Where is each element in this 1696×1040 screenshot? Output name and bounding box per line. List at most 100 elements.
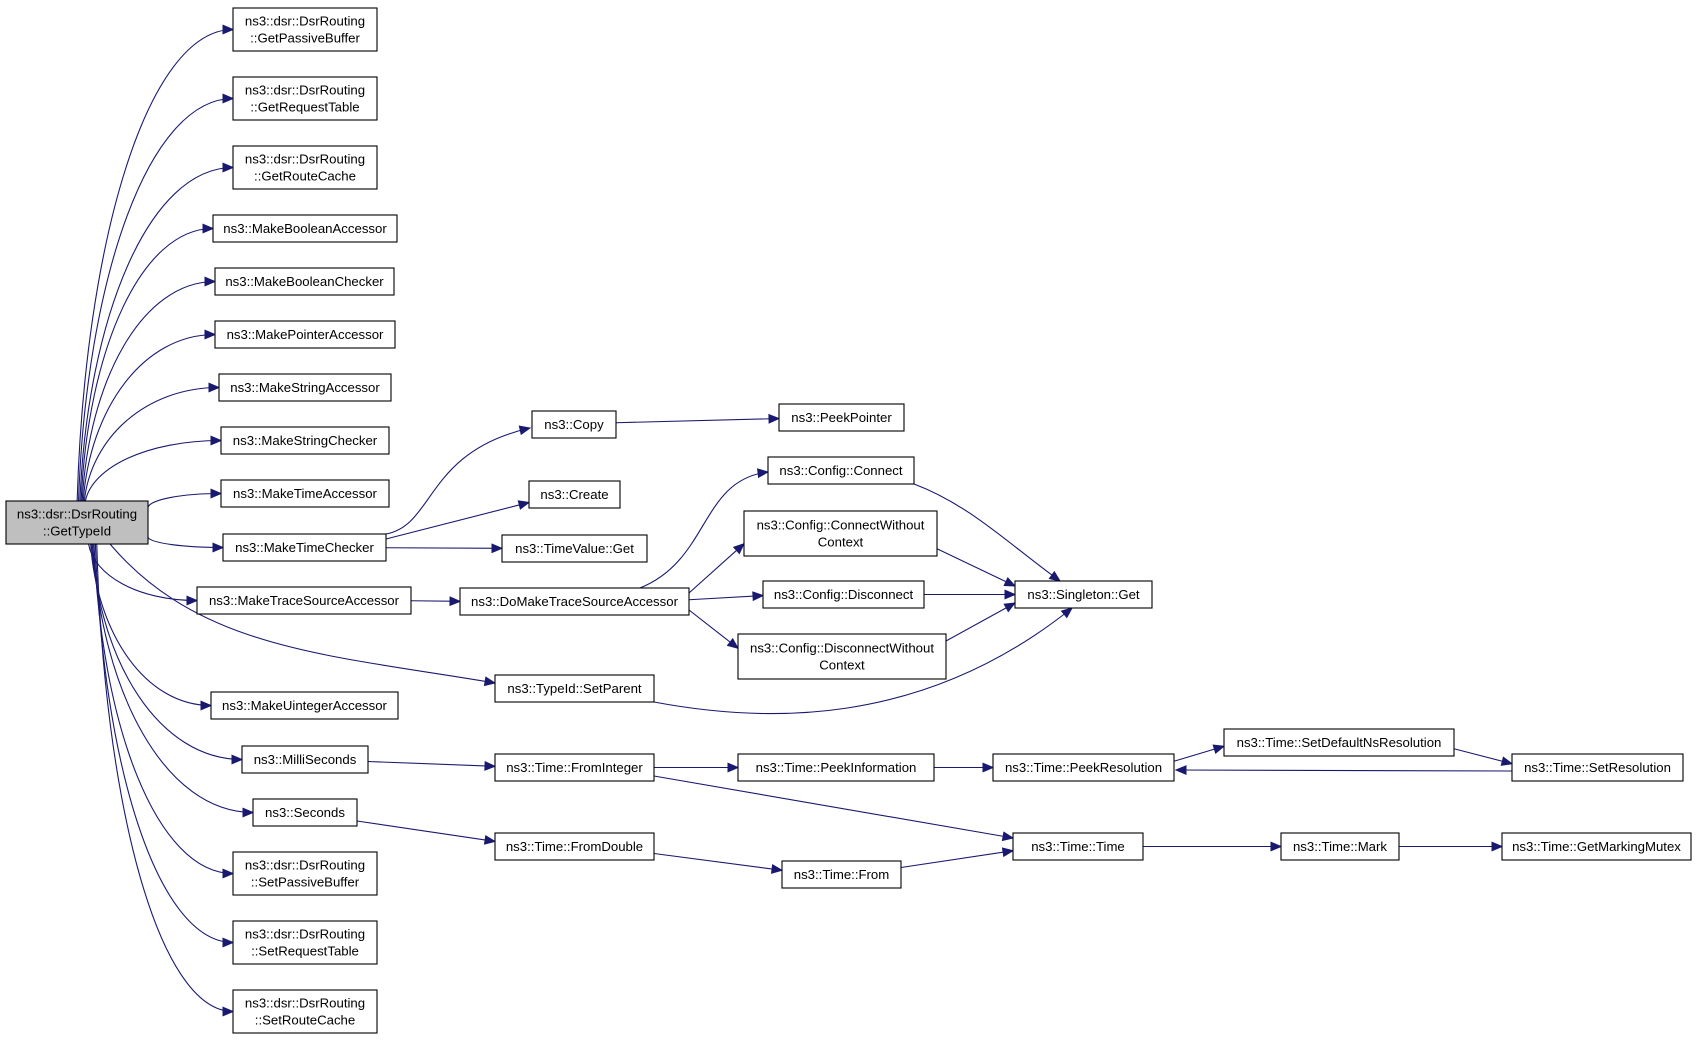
node-box — [232, 7, 378, 52]
node-timeFromInteger[interactable]: ns3::Time::FromInteger — [494, 753, 655, 782]
node-makeTraceSourceAccessor[interactable]: ns3::MakeTraceSourceAccessor — [196, 586, 412, 615]
arrowhead — [1500, 756, 1514, 766]
node-makeTimeAccessor[interactable]: ns3::MakeTimeAccessor — [220, 479, 390, 508]
node-makeStringAccessor[interactable]: ns3::MakeStringAccessor — [218, 373, 392, 402]
node-box — [531, 410, 617, 439]
node-milliSeconds[interactable]: ns3::MilliSeconds — [241, 745, 369, 774]
arrowhead — [200, 700, 213, 711]
node-timeSetDefaultNsResolution[interactable]: ns3::Time::SetDefaultNsResolution — [1223, 728, 1455, 757]
node-label: ns3::Seconds — [265, 805, 345, 820]
node-getRequestTable[interactable]: ns3::dsr::DsrRouting::GetRequestTable — [232, 76, 378, 121]
edge-getTypeId-to-makeTraceSourceAccessor — [88, 543, 199, 606]
node-box — [1280, 832, 1400, 861]
node-box — [767, 456, 915, 485]
node-copy[interactable]: ns3::Copy — [531, 410, 617, 439]
arrowhead — [210, 435, 223, 446]
node-getRouteCache[interactable]: ns3::dsr::DsrRouting::GetRouteCache — [232, 145, 378, 190]
edge-getTypeId-to-makeBooleanChecker — [81, 276, 217, 502]
arrowhead — [982, 762, 995, 773]
node-label: ns3::MakeBooleanChecker — [225, 274, 384, 289]
edge-line — [367, 760, 496, 767]
node-box — [1501, 832, 1692, 861]
node-label: ::SetRequestTable — [251, 944, 359, 959]
edge-getTypeId-to-seconds — [92, 543, 255, 818]
node-label: ns3::dsr::DsrRouting — [245, 14, 365, 29]
arrowhead — [204, 329, 217, 340]
arrowhead — [770, 864, 784, 874]
edge-timeFromInteger-to-timeTime — [653, 775, 1015, 842]
arrowhead — [1060, 607, 1074, 619]
node-box — [459, 587, 690, 616]
node-singletonGet[interactable]: ns3::Singleton::Get — [1014, 580, 1153, 609]
edge-makeTimeChecker-to-create — [385, 500, 531, 540]
node-timePeekInformation[interactable]: ns3::Time::PeekInformation — [737, 753, 935, 782]
node-seconds[interactable]: ns3::Seconds — [252, 798, 358, 827]
node-typeIdSetParent[interactable]: ns3::TypeId::SetParent — [494, 674, 655, 703]
edge-line — [109, 543, 496, 684]
node-label: ns3::Copy — [544, 417, 604, 432]
node-timeTime[interactable]: ns3::Time::Time — [1012, 832, 1144, 861]
node-box — [494, 753, 655, 782]
node-configConnect[interactable]: ns3::Config::Connect — [767, 456, 915, 485]
node-timeFrom[interactable]: ns3::Time::From — [781, 860, 902, 889]
edge-line — [356, 820, 496, 842]
node-timeSetResolution[interactable]: ns3::Time::SetResolution — [1511, 753, 1684, 782]
edge-line — [88, 543, 198, 602]
edge-line — [82, 333, 216, 502]
node-timeValueGet[interactable]: ns3::TimeValue::Get — [501, 534, 648, 563]
node-setRouteCache[interactable]: ns3::dsr::DsrRouting::SetRouteCache — [232, 989, 378, 1034]
node-makeBooleanChecker[interactable]: ns3::MakeBooleanChecker — [214, 267, 395, 296]
arrowhead — [732, 542, 745, 555]
node-label: ::GetTypeId — [43, 524, 111, 539]
edge-typeIdSetParent-to-singletonGet — [653, 607, 1074, 715]
node-getTypeId[interactable]: ns3::dsr::DsrRouting::GetTypeId — [5, 500, 149, 545]
node-box — [501, 534, 648, 563]
edge-doMakeTraceSourceAccessor-to-configConnectWithoutContext — [688, 542, 745, 594]
arrowhead — [1174, 765, 1187, 775]
node-doMakeTraceSourceAccessor[interactable]: ns3::DoMakeTraceSourceAccessor — [459, 587, 690, 616]
arrowhead — [491, 543, 504, 554]
node-label: ns3::MakeStringAccessor — [230, 380, 380, 395]
edge-timeFromInteger-to-timePeekInformation — [654, 762, 740, 773]
node-label: ns3::Singleton::Get — [1027, 587, 1140, 602]
node-peekPointer[interactable]: ns3::PeekPointer — [778, 403, 905, 432]
edge-line — [81, 280, 216, 502]
edge-line — [936, 548, 1016, 587]
node-timeGetMarkingMutex[interactable]: ns3::Time::GetMarkingMutex — [1501, 832, 1692, 861]
node-makeBooleanAccessor[interactable]: ns3::MakeBooleanAccessor — [212, 214, 398, 243]
node-setPassiveBuffer[interactable]: ns3::dsr::DsrRouting::SetPassiveBuffer — [232, 851, 378, 896]
node-box — [232, 76, 378, 121]
node-timePeekResolution[interactable]: ns3::Time::PeekResolution — [992, 753, 1175, 782]
arrowhead — [1212, 744, 1226, 755]
node-makeTimeChecker[interactable]: ns3::MakeTimeChecker — [222, 533, 387, 562]
node-label: ::SetPassiveBuffer — [251, 875, 360, 890]
edge-line — [147, 537, 224, 549]
node-makePointerAccessor[interactable]: ns3::MakePointerAccessor — [214, 320, 396, 349]
edge-doMakeTraceSourceAccessor-to-configDisconnectWithoutContext — [688, 609, 740, 650]
node-label: ns3::MakeBooleanAccessor — [223, 221, 387, 236]
node-setRequestTable[interactable]: ns3::dsr::DsrRouting::SetRequestTable — [232, 920, 378, 965]
node-box — [210, 691, 399, 720]
arrowhead — [208, 382, 221, 393]
arrowhead — [449, 596, 462, 607]
node-label: ns3::dsr::DsrRouting — [245, 858, 365, 873]
node-label: ns3::Config::ConnectWithout — [757, 518, 925, 533]
node-label: ns3::Config::Disconnect — [774, 587, 914, 602]
arrowhead — [484, 760, 497, 771]
edge-timeFromDouble-to-timeFrom — [653, 852, 784, 874]
edge-line — [80, 227, 214, 502]
call-nodes: ns3::dsr::DsrRouting::GetTypeIdns3::dsr:… — [5, 7, 1692, 1034]
node-configDisconnect[interactable]: ns3::Config::Disconnect — [762, 580, 925, 609]
node-makeUintegerAccessor[interactable]: ns3::MakeUintegerAccessor — [210, 691, 399, 720]
node-timeMark[interactable]: ns3::Time::Mark — [1280, 832, 1400, 861]
node-getPassiveBuffer[interactable]: ns3::dsr::DsrRouting::GetPassiveBuffer — [232, 7, 378, 52]
node-label: ns3::Time::From — [794, 867, 890, 882]
edge-configDisconnect-to-singletonGet — [924, 589, 1017, 600]
node-create[interactable]: ns3::Create — [528, 480, 621, 509]
node-box — [232, 851, 378, 896]
node-makeStringChecker[interactable]: ns3::MakeStringChecker — [220, 426, 390, 455]
node-timeFromDouble[interactable]: ns3::Time::FromDouble — [494, 832, 655, 861]
